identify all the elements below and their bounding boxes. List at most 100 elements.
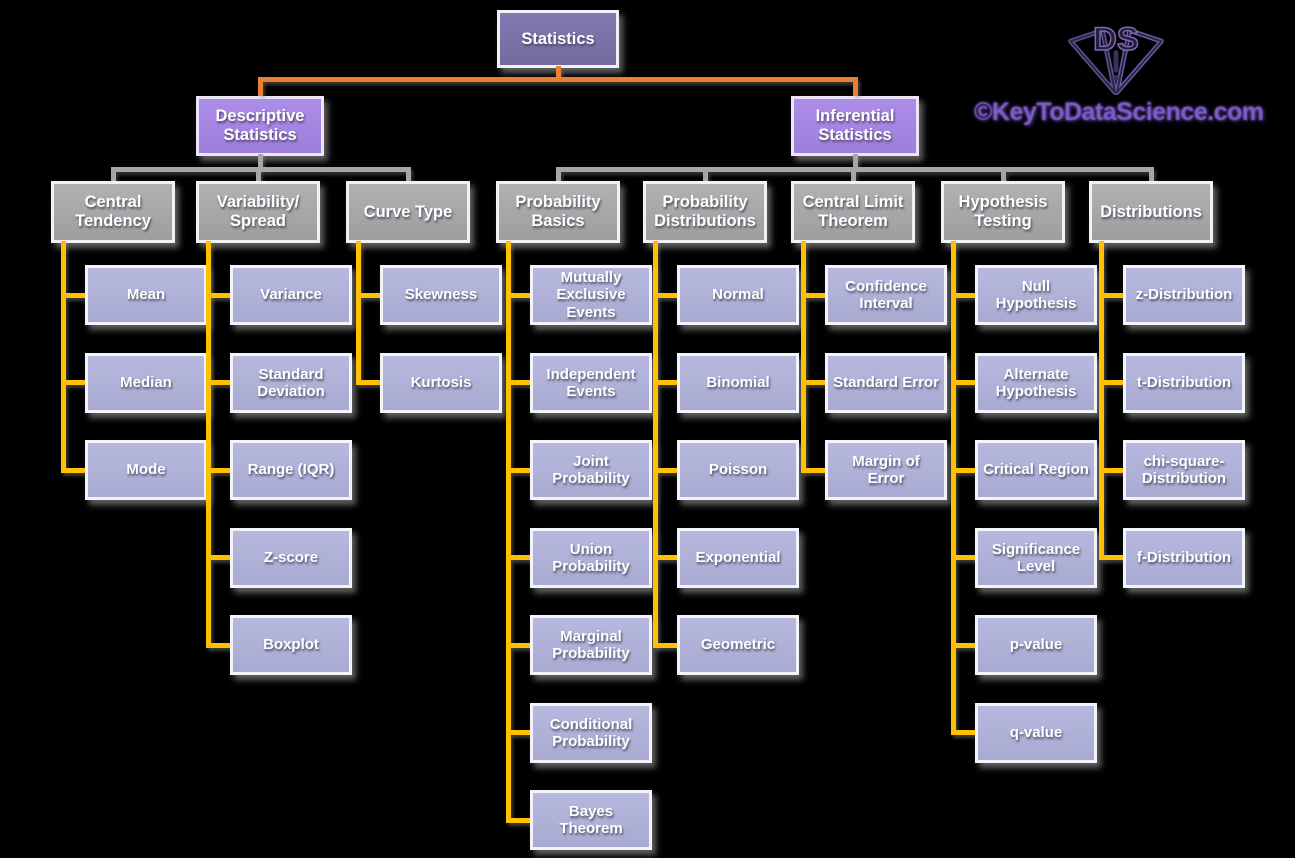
connector-item-stub bbox=[510, 818, 534, 823]
connector-item-stub bbox=[1103, 380, 1127, 385]
item-node: Conditional Probability bbox=[530, 703, 652, 763]
item-node: Poisson bbox=[677, 440, 799, 500]
connector-item-stub bbox=[510, 380, 534, 385]
logo-letters: DS bbox=[1093, 20, 1139, 57]
connector-item-stub bbox=[1103, 293, 1127, 298]
connector-item-stub bbox=[657, 555, 681, 560]
category-node: Central Tendency bbox=[51, 181, 175, 243]
connector-branch-stem bbox=[853, 154, 858, 169]
category-node: Probability Distributions bbox=[643, 181, 767, 243]
connector-category-drop bbox=[556, 171, 561, 181]
connector-item-stub bbox=[210, 293, 234, 298]
category-node: Variability/​Spread bbox=[196, 181, 320, 243]
item-node: Kurtosis bbox=[380, 353, 502, 413]
connector-item-stub bbox=[510, 468, 534, 473]
item-node: Joint Probability bbox=[530, 440, 652, 500]
connector-category-drop bbox=[703, 171, 708, 181]
item-node: Margin of Error bbox=[825, 440, 947, 500]
connector-item-stub bbox=[65, 293, 89, 298]
connector-item-stub bbox=[510, 730, 534, 735]
connector-column-line bbox=[653, 241, 658, 648]
connector-column-line bbox=[951, 241, 956, 735]
item-node: Binomial bbox=[677, 353, 799, 413]
item-node: Standard Error bbox=[825, 353, 947, 413]
item-node: Standard Deviation bbox=[230, 353, 352, 413]
watermark-text: ©KeyToDataScience.com bbox=[974, 98, 1264, 126]
item-node: Significance Level bbox=[975, 528, 1097, 588]
item-node: Exponential bbox=[677, 528, 799, 588]
item-node: Geometric bbox=[677, 615, 799, 675]
connector-column-line bbox=[206, 241, 211, 648]
connector-item-stub bbox=[1103, 555, 1127, 560]
item-node: Normal bbox=[677, 265, 799, 325]
connector-item-stub bbox=[65, 380, 89, 385]
item-node: q-value bbox=[975, 703, 1097, 763]
item-node: t-Distribution bbox=[1123, 353, 1245, 413]
item-node: Null Hypothesis bbox=[975, 265, 1097, 325]
item-node: Critical Region bbox=[975, 440, 1097, 500]
connector-item-stub bbox=[955, 643, 979, 648]
connector-category-drop bbox=[111, 171, 116, 181]
item-node: f-Distribution bbox=[1123, 528, 1245, 588]
item-node: Variance bbox=[230, 265, 352, 325]
connector-item-stub bbox=[657, 380, 681, 385]
connector-item-stub bbox=[657, 293, 681, 298]
connector-item-stub bbox=[210, 643, 234, 648]
item-node: Mean bbox=[85, 265, 207, 325]
item-node: Mutually Exclusive Events bbox=[530, 265, 652, 325]
category-node: Curve Type bbox=[346, 181, 470, 243]
connector-item-stub bbox=[955, 468, 979, 473]
connector-item-stub bbox=[657, 468, 681, 473]
connector-branch-stem bbox=[258, 154, 263, 169]
connector-category-drop bbox=[1001, 171, 1006, 181]
connector-column-line bbox=[801, 241, 806, 473]
item-node: Union Probability bbox=[530, 528, 652, 588]
item-node: Bayes Theorem bbox=[530, 790, 652, 850]
item-node: Marginal Probability bbox=[530, 615, 652, 675]
connector-item-stub bbox=[805, 468, 829, 473]
item-node: chi-square-Distribution bbox=[1123, 440, 1245, 500]
connector-branch-rail bbox=[556, 167, 1154, 172]
item-node: Mode bbox=[85, 440, 207, 500]
connector-item-stub bbox=[360, 293, 384, 298]
connector-column-line bbox=[1099, 241, 1104, 560]
item-node: Independent Events bbox=[530, 353, 652, 413]
connector-root-rail bbox=[258, 77, 858, 82]
item-node: Range (IQR) bbox=[230, 440, 352, 500]
connector-root-stem bbox=[556, 66, 561, 77]
item-node: Skewness bbox=[380, 265, 502, 325]
connector-item-stub bbox=[510, 643, 534, 648]
category-node: Central Limit Theorem bbox=[791, 181, 915, 243]
connector-item-stub bbox=[805, 380, 829, 385]
connector-item-stub bbox=[805, 293, 829, 298]
branch-node-inferential-statistics: Inferential Statistics bbox=[791, 96, 919, 156]
connector-column-line bbox=[61, 241, 66, 473]
category-node: Probability Basics bbox=[496, 181, 620, 243]
item-node: z-Distribution bbox=[1123, 265, 1245, 325]
connector-category-drop bbox=[256, 171, 261, 181]
category-node: Hypothesis Testing bbox=[941, 181, 1065, 243]
connector-column-line bbox=[506, 241, 511, 823]
connector-item-stub bbox=[360, 380, 384, 385]
connector-item-stub bbox=[1103, 468, 1127, 473]
connector-item-stub bbox=[955, 730, 979, 735]
keytodatascience-logo-icon: DS bbox=[1068, 19, 1164, 95]
item-node: Confidence Interval bbox=[825, 265, 947, 325]
connector-item-stub bbox=[657, 643, 681, 648]
item-node: Median bbox=[85, 353, 207, 413]
connector-item-stub bbox=[955, 293, 979, 298]
item-node: p-value bbox=[975, 615, 1097, 675]
connector-branch-drop bbox=[853, 81, 858, 96]
item-node: Z-score bbox=[230, 528, 352, 588]
branch-node-descriptive-statistics: Descriptive Statistics bbox=[196, 96, 324, 156]
connector-item-stub bbox=[210, 555, 234, 560]
connector-item-stub bbox=[65, 468, 89, 473]
item-node: Alternate Hypothesis bbox=[975, 353, 1097, 413]
connector-category-drop bbox=[1149, 171, 1154, 181]
connector-item-stub bbox=[510, 555, 534, 560]
connector-column-line bbox=[356, 241, 361, 385]
item-node: Boxplot bbox=[230, 615, 352, 675]
connector-item-stub bbox=[210, 468, 234, 473]
connector-branch-rail bbox=[111, 167, 411, 172]
